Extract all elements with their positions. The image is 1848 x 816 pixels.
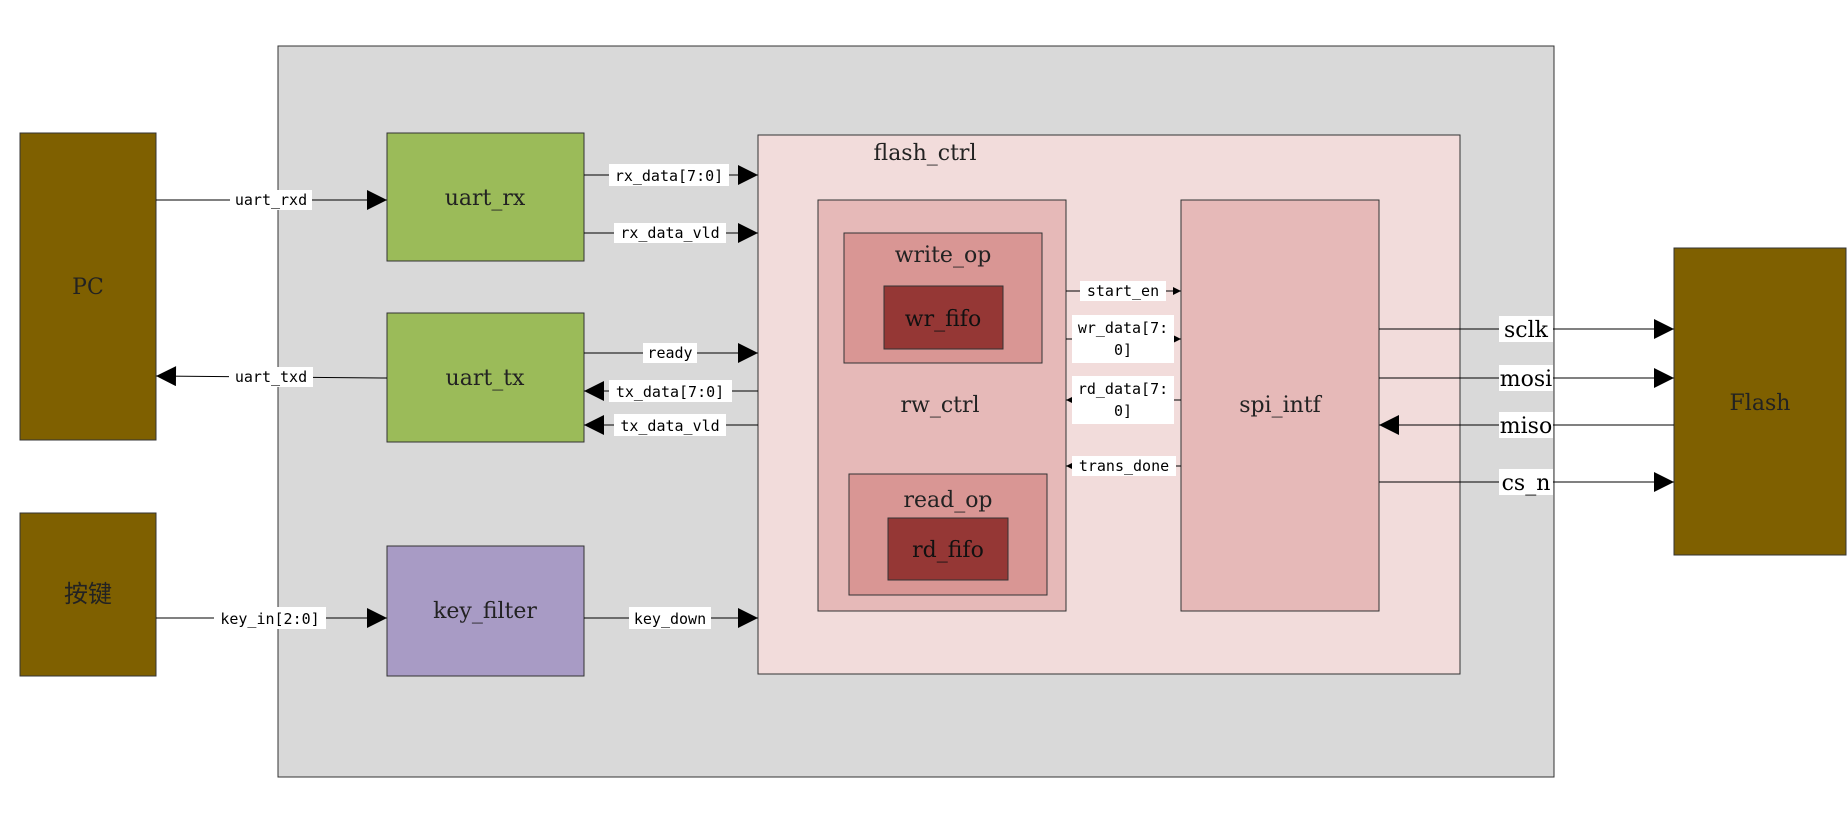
rx-data-vld-label-bg (614, 223, 726, 243)
tx-data-label: tx_data[7:0] (616, 383, 724, 401)
uart-txd-label-bg (229, 367, 313, 387)
tx-data-vld-label-bg (614, 414, 726, 436)
trans-done-label-bg (1072, 456, 1176, 476)
tx-data-label-bg (609, 380, 732, 402)
cs-n-label: cs_n (1502, 471, 1551, 496)
uart-tx-label: uart_tx (446, 366, 525, 391)
wr-fifo-block (883, 285, 1004, 350)
key-in-label: key_in[2:0] (220, 610, 319, 628)
ready-label-bg (643, 343, 697, 363)
spi-intf-block (1180, 199, 1380, 612)
key-in-label-bg (214, 607, 326, 629)
wr-data-label-line1: wr_data[7: (1078, 319, 1168, 337)
pc-block (19, 132, 157, 441)
flash-ctrl-label: flash_ctrl (874, 141, 977, 166)
key-down-label: key_down (634, 610, 706, 628)
uart-tx-block (386, 312, 585, 443)
sclk-label: sclk (1504, 318, 1549, 343)
trans-done-label: trans_done (1079, 457, 1169, 475)
miso-label: miso (1500, 414, 1552, 439)
flash-block (1673, 247, 1847, 556)
mosi-label-bg (1499, 365, 1553, 391)
uart-rx-label: uart_rx (445, 186, 526, 211)
keys-label: 按键 (64, 580, 112, 608)
rd-fifo-block (887, 517, 1009, 581)
wr-data-label-line2: 0] (1114, 341, 1132, 359)
rw-ctrl-label: rw_ctrl (900, 393, 979, 418)
write-op-label: write_op (895, 243, 992, 268)
key-down-label-bg (629, 607, 711, 629)
spi-intf-label: spi_intf (1239, 393, 1322, 418)
mosi-label: mosi (1500, 367, 1552, 392)
rx-data-label-bg (609, 164, 729, 186)
flash-label: Flash (1730, 391, 1791, 416)
tx-data-vld-label: tx_data_vld (620, 417, 719, 435)
rd-data-label-line2: 0] (1114, 402, 1132, 420)
keys-block (19, 512, 157, 677)
wr-data-label-bg (1072, 315, 1174, 363)
sclk-label-bg (1499, 316, 1553, 342)
start-en-label-bg (1080, 281, 1166, 301)
uart-rxd-label-bg (230, 190, 312, 210)
cs-n-label-bg (1499, 469, 1553, 495)
uart-rxd-label: uart_rxd (235, 191, 307, 209)
miso-label-bg (1499, 412, 1553, 438)
ready-label: ready (647, 344, 692, 362)
rd-data-label-bg (1072, 376, 1174, 424)
rd-fifo-label: rd_fifo (912, 538, 984, 563)
start-en-label: start_en (1087, 282, 1159, 300)
key-filter-block (386, 545, 585, 677)
rx-data-label: rx_data[7:0] (615, 167, 723, 185)
uart-txd-label: uart_txd (235, 368, 307, 386)
wr-fifo-label: wr_fifo (905, 307, 981, 332)
rd-data-label-line1: rd_data[7: (1078, 380, 1168, 398)
read-op-label: read_op (903, 488, 992, 513)
pc-label: PC (72, 275, 104, 300)
rx-data-vld-label: rx_data_vld (620, 224, 719, 242)
key-filter-label: key_filter (433, 599, 537, 624)
uart-rx-block (386, 132, 585, 262)
